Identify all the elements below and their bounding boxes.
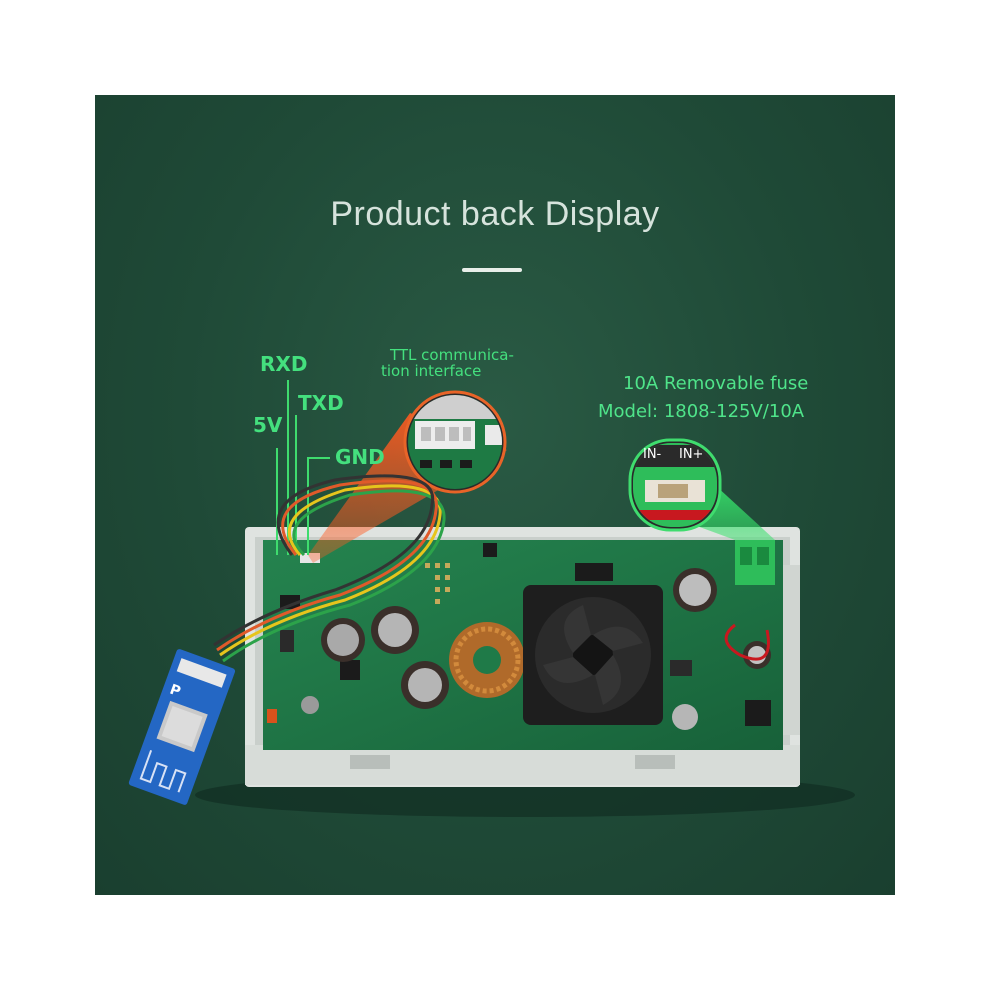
pcb-board bbox=[263, 540, 783, 750]
fuse-label-line1: 10A Removable fuse bbox=[623, 373, 809, 394]
board-illustration: P bbox=[128, 380, 855, 817]
pin-leader-lines bbox=[276, 380, 330, 555]
fuse-label-line2: Model: 1808-125V/10A bbox=[598, 401, 805, 422]
product-image-panel: Product back Display bbox=[95, 95, 895, 895]
ttl-label-line2: tion interface bbox=[381, 362, 482, 380]
ttl-label-line1: TTL communica- bbox=[390, 346, 514, 364]
bluetooth-module: P bbox=[128, 649, 236, 805]
pin-label-txd: TXD bbox=[298, 391, 344, 415]
fuse-magnifier bbox=[628, 438, 722, 532]
title-divider bbox=[462, 268, 522, 272]
terminal-label-in-minus: IN- bbox=[643, 447, 662, 462]
ttl-magnifier bbox=[403, 390, 507, 494]
page-title: Product back Display bbox=[330, 195, 660, 233]
wire-harness bbox=[213, 474, 446, 663]
pin-label-5v: 5V bbox=[253, 413, 283, 437]
terminal-label-in-plus: IN+ bbox=[679, 447, 704, 462]
pin-label-gnd: GND bbox=[335, 445, 385, 469]
pin-label-rxd: RXD bbox=[260, 352, 308, 376]
